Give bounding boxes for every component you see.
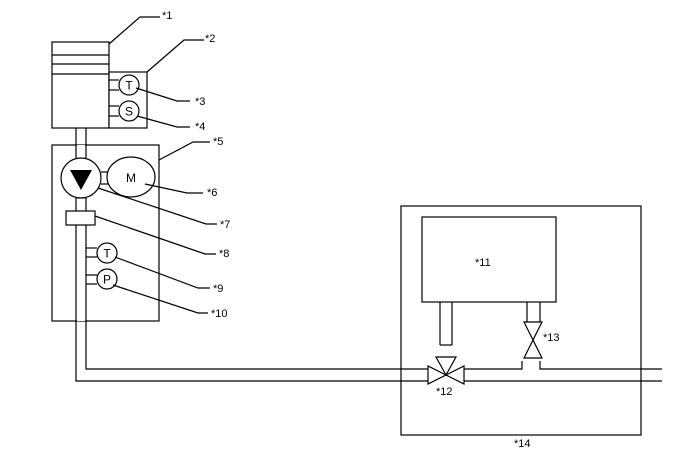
callout-12: *12 <box>436 386 453 398</box>
motor-symbol: M <box>126 171 136 185</box>
inline-filter <box>65 210 96 226</box>
callout-9: *9 <box>213 283 223 295</box>
callout-7: *7 <box>220 219 230 231</box>
upper-temperature-sensor: T <box>109 74 140 96</box>
callout-4: *4 <box>195 121 205 133</box>
component-box <box>421 216 557 303</box>
callout-10: *10 <box>211 308 228 320</box>
callout-3: *3 <box>195 96 205 108</box>
bypass-line <box>526 302 541 322</box>
callout-2: *2 <box>205 33 215 45</box>
pump <box>60 157 102 199</box>
callout-8: *8 <box>219 248 229 260</box>
motor: M <box>101 156 156 198</box>
lower-temperature-sensor: T <box>86 242 118 264</box>
lower-temperature-symbol: T <box>103 247 111 261</box>
pressure-symbol: P <box>103 273 111 287</box>
callout-5: *5 <box>213 136 223 148</box>
right-enclosure <box>400 205 642 436</box>
callout-6: *6 <box>207 187 217 199</box>
three-way-valve <box>427 356 465 385</box>
pressure-sensor: P <box>86 268 118 290</box>
leader-lines <box>94 16 217 314</box>
callout-11: *11 <box>475 257 491 269</box>
pump-direction-icon <box>70 170 92 190</box>
upper-temperature-symbol: T <box>125 79 133 93</box>
speed-sensor: S <box>109 100 140 122</box>
valve-actuator-stem <box>439 302 453 346</box>
callout-1: *1 <box>162 10 172 22</box>
main-pipe <box>75 128 662 382</box>
callout-14: *14 <box>514 438 531 450</box>
callout-13: *13 <box>543 332 560 344</box>
bypass-valve <box>523 321 543 359</box>
speed-sensor-symbol: S <box>125 105 133 119</box>
